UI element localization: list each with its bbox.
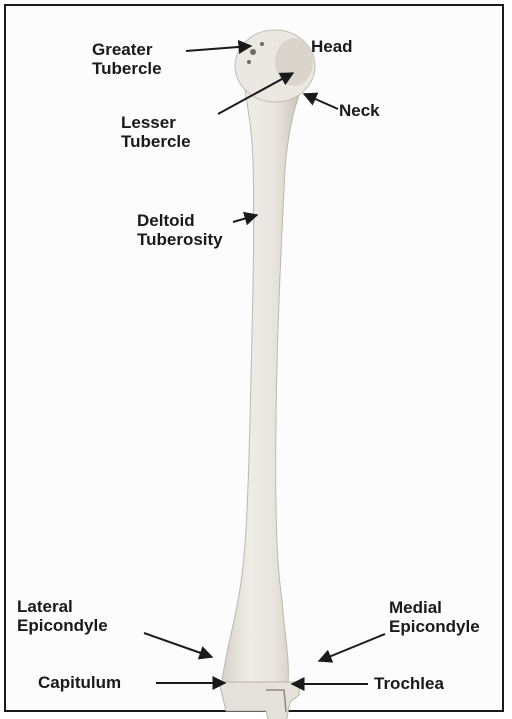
label-neck: Neck: [339, 101, 380, 120]
label-head: Head: [311, 37, 353, 56]
humerus-shaft: [222, 90, 300, 682]
label-lateral-epicondyle: Lateral Epicondyle: [17, 597, 108, 635]
medial-epicondyle-arrow: [319, 634, 385, 661]
lesser-tubercle-text: Lesser Tubercle: [121, 113, 191, 151]
label-lesser-tubercle: Lesser Tubercle: [121, 113, 191, 151]
lateral-epicondyle-arrow: [144, 633, 212, 657]
label-greater-tubercle: Greater Tubercle: [92, 40, 162, 78]
humerus-bone: [219, 30, 315, 719]
neck-arrow: [304, 94, 338, 109]
label-deltoid-tuberosity: Deltoid Tuberosity: [137, 211, 223, 249]
capitulum-text: Capitulum: [38, 673, 121, 692]
neck-text: Neck: [339, 101, 380, 120]
greater-tubercle-mark: [250, 49, 256, 55]
trochlea-text: Trochlea: [374, 674, 444, 693]
greater-tubercle-mark: [260, 42, 264, 46]
lateral-epicondyle-text: Lateral Epicondyle: [17, 597, 108, 635]
medial-epicondyle-text: Medial Epicondyle: [389, 598, 480, 636]
head-text: Head: [311, 37, 353, 56]
greater-tubercle-text: Greater Tubercle: [92, 40, 162, 78]
label-medial-epicondyle: Medial Epicondyle: [389, 598, 480, 636]
label-capitulum: Capitulum: [38, 673, 121, 692]
deltoid-tuberosity-text: Deltoid Tuberosity: [137, 211, 223, 249]
distal-condyles: [219, 682, 300, 719]
greater-tubercle-mark: [247, 60, 251, 64]
label-trochlea: Trochlea: [374, 674, 444, 693]
